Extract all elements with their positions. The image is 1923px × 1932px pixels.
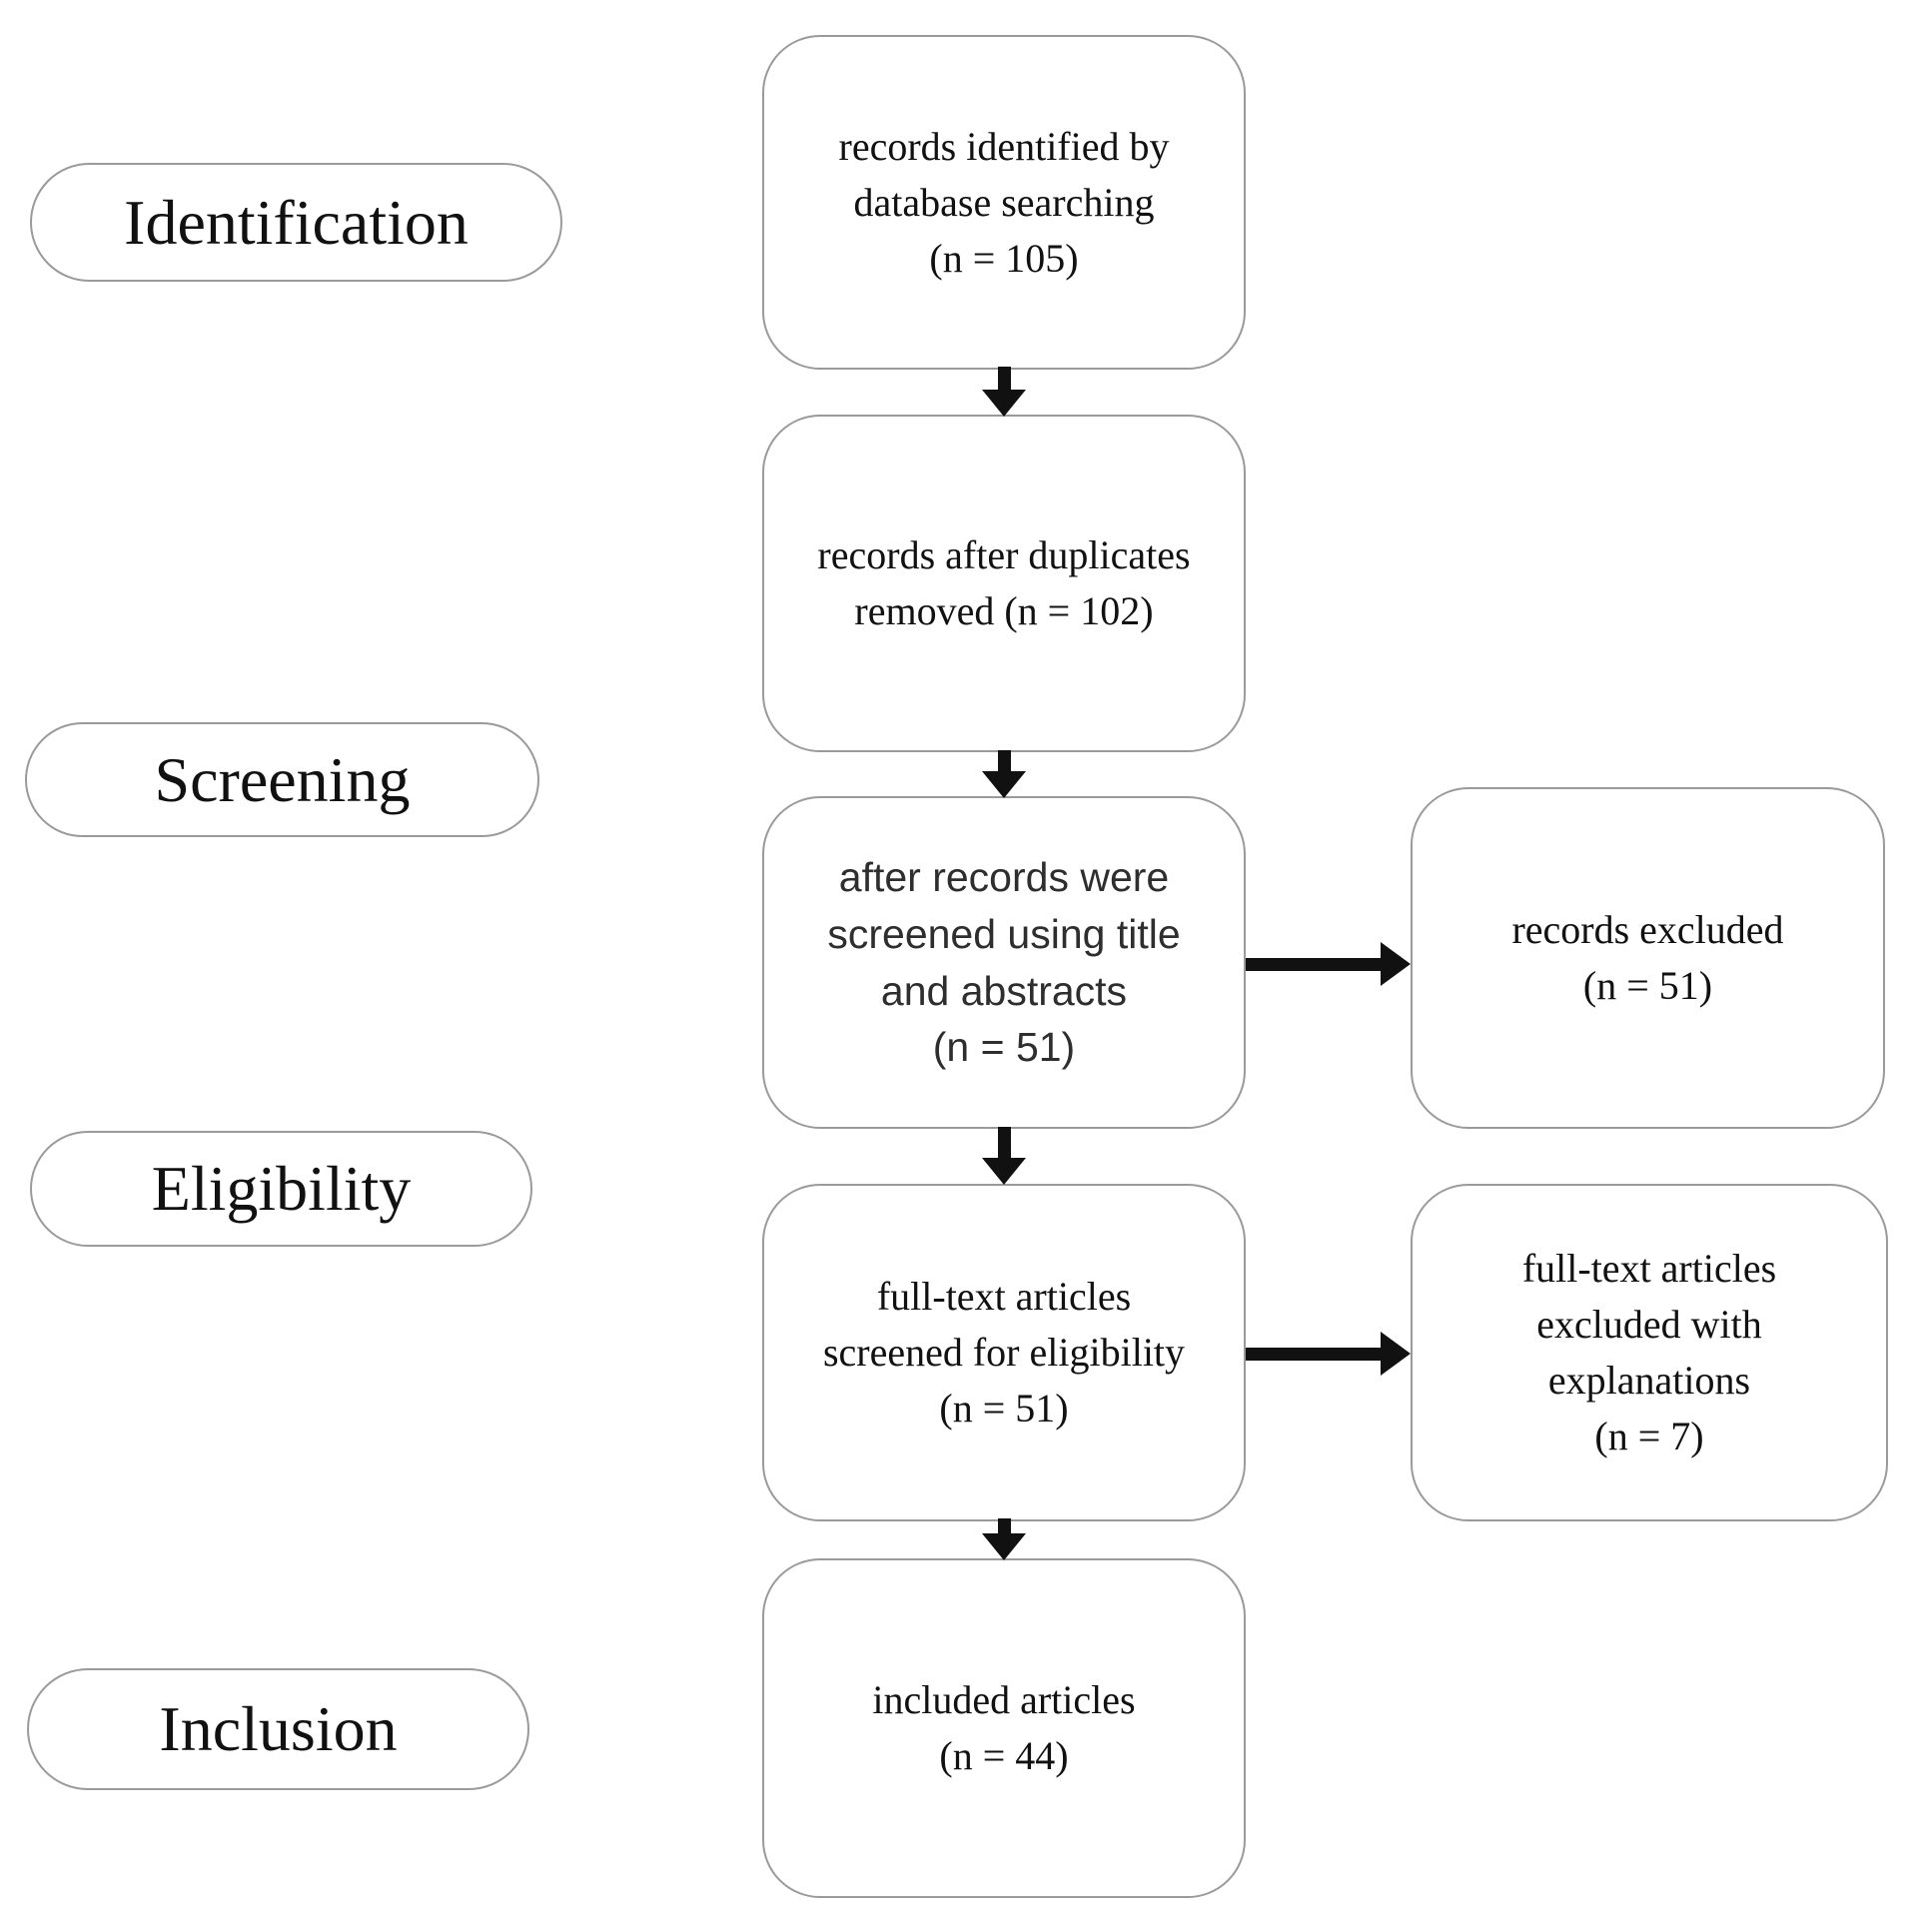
- arrow-down-identified-to-duplicates: [982, 367, 1026, 417]
- arrow-down-icon: [982, 1533, 1026, 1560]
- arrow-down-fulltext-to-included: [982, 1518, 1026, 1560]
- arrow-shaft: [1246, 957, 1381, 971]
- flow-box-records-identified-count: (n = 105): [929, 235, 1079, 281]
- flow-box-title-abstract-screened: after records were screened using title …: [762, 796, 1246, 1129]
- arrow-right-to-records-excluded: [1246, 942, 1411, 986]
- arrow-right-icon: [1381, 942, 1411, 986]
- flow-box-records-identified-line2: database searching: [853, 179, 1155, 225]
- flow-box-fulltext-excluded-line3: explanations: [1547, 1358, 1751, 1403]
- arrow-down-screened-to-fulltext: [982, 1127, 1026, 1185]
- flow-box-title-abstract-screened-count: (n = 51): [932, 1024, 1076, 1071]
- flow-box-fulltext-screened-line1: full-text articles: [876, 1274, 1132, 1319]
- arrow-shaft: [997, 1518, 1011, 1533]
- flow-box-fulltext-excluded-line2: excluded with: [1536, 1302, 1762, 1347]
- flow-box-records-identified-line1: records identified by: [838, 123, 1170, 169]
- flow-box-fulltext-screened-line2: screened for eligibility: [822, 1330, 1186, 1375]
- flow-box-fulltext-screened: full-text articles screened for eligibil…: [762, 1184, 1246, 1521]
- flow-box-records-identified: records identified by database searching…: [762, 35, 1246, 370]
- arrow-shaft: [997, 367, 1011, 390]
- arrow-shaft: [1246, 1347, 1381, 1361]
- arrow-down-icon: [982, 390, 1026, 417]
- flow-box-included-articles-count: (n = 44): [939, 1733, 1069, 1778]
- flow-box-records-excluded: records excluded (n = 51): [1411, 787, 1885, 1129]
- flow-box-title-abstract-screened-line3: and abstracts: [880, 967, 1128, 1014]
- stage-label-inclusion-text: Inclusion: [159, 1693, 398, 1764]
- flow-box-duplicates-removed-line2: removed (n = 102): [854, 588, 1154, 633]
- arrow-down-icon: [982, 1158, 1026, 1185]
- stage-label-eligibility-text: Eligibility: [151, 1153, 412, 1224]
- flow-box-duplicates-removed-line1: records after duplicates: [817, 532, 1191, 577]
- arrow-shaft: [997, 750, 1011, 771]
- arrow-down-icon: [982, 771, 1026, 798]
- flow-box-title-abstract-screened-line1: after records were: [838, 854, 1170, 901]
- flow-box-records-excluded-count: (n = 51): [1582, 963, 1713, 1008]
- flow-box-title-abstract-screened-line2: screened using title: [827, 910, 1181, 957]
- flow-box-fulltext-screened-count: (n = 51): [939, 1386, 1069, 1431]
- stage-label-identification-text: Identification: [124, 186, 469, 258]
- arrow-right-icon: [1381, 1332, 1411, 1376]
- arrow-down-duplicates-to-screened: [982, 750, 1026, 798]
- flow-box-included-articles: included articles (n = 44): [762, 1558, 1246, 1898]
- stage-label-inclusion: Inclusion: [27, 1668, 529, 1790]
- flow-box-fulltext-excluded-line1: full-text articles: [1521, 1246, 1777, 1291]
- stage-label-identification: Identification: [30, 163, 562, 282]
- arrow-shaft: [997, 1127, 1011, 1158]
- stage-label-screening-text: Screening: [154, 743, 411, 815]
- flow-box-fulltext-excluded: full-text articles excluded with explana…: [1411, 1184, 1888, 1521]
- flow-box-records-excluded-line1: records excluded: [1511, 907, 1784, 952]
- stage-label-screening: Screening: [25, 722, 539, 837]
- flow-box-included-articles-line1: included articles: [872, 1677, 1136, 1722]
- flow-box-fulltext-excluded-count: (n = 7): [1594, 1414, 1704, 1458]
- stage-label-eligibility: Eligibility: [30, 1131, 532, 1247]
- flow-box-duplicates-removed: records after duplicates removed (n = 10…: [762, 415, 1246, 752]
- arrow-right-to-fulltext-excluded: [1246, 1332, 1411, 1376]
